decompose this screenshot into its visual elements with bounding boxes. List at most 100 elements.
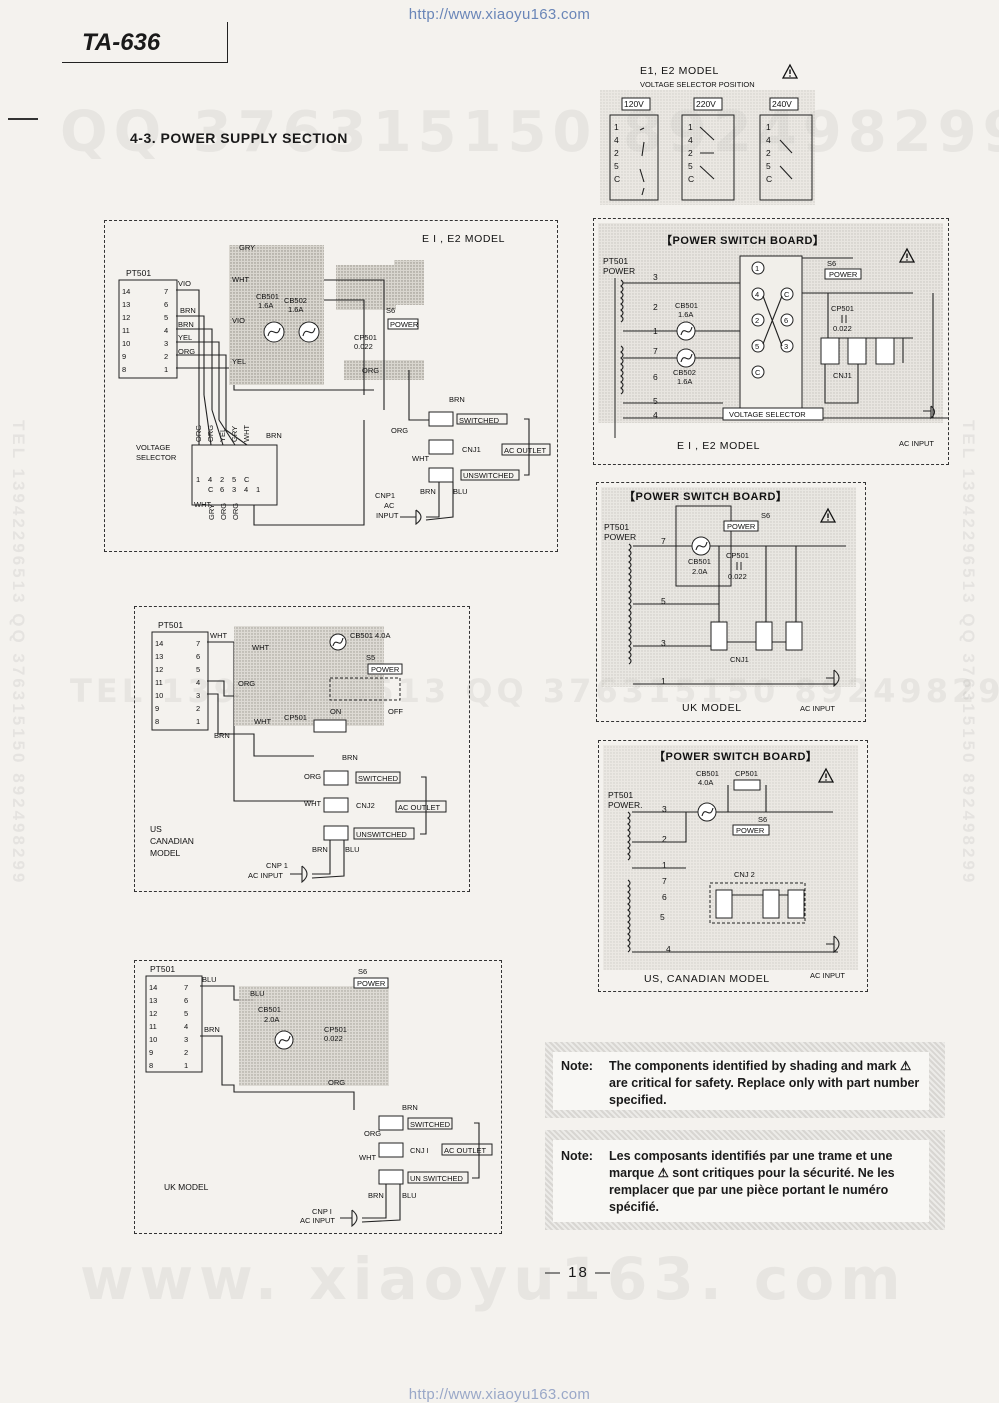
svg-text:1: 1	[184, 1061, 188, 1070]
svg-text:4: 4	[666, 944, 671, 954]
svg-text:11: 11	[155, 678, 163, 687]
svg-text:BLU: BLU	[345, 845, 360, 854]
svg-text:2: 2	[164, 352, 168, 361]
svg-text:PT501: PT501	[158, 620, 183, 630]
svg-text:CB501: CB501	[256, 292, 279, 301]
svg-text:8: 8	[155, 717, 159, 726]
svg-text:BRN: BRN	[178, 320, 194, 329]
svg-text:BRN: BRN	[342, 753, 358, 762]
svg-text:CP501: CP501	[284, 713, 307, 722]
svg-text:12: 12	[122, 313, 130, 322]
svg-text:CB501 4.0A: CB501 4.0A	[350, 631, 390, 640]
svg-text:S6: S6	[827, 259, 836, 268]
svg-text:ORG: ORG	[178, 347, 195, 356]
svg-text:C: C	[784, 290, 790, 299]
vsp-pin-left: C	[766, 174, 772, 184]
watermark-side-right: TEL 13942296513 QQ 376315150 892498299	[959, 420, 978, 886]
vsp-pin-left: 1	[766, 122, 771, 132]
svg-text:14: 14	[149, 983, 157, 992]
svg-text:UNSWITCHED: UNSWITCHED	[463, 471, 514, 480]
vsp-220v: 220V 1 4 2 5 C	[681, 97, 735, 201]
svg-text:US: US	[150, 824, 162, 834]
svg-text:AC INPUT: AC INPUT	[899, 439, 934, 448]
svg-text:VIO: VIO	[178, 279, 191, 288]
svg-text:YEL: YEL	[178, 333, 192, 342]
svg-text:WHT: WHT	[232, 275, 249, 284]
svg-text:10: 10	[155, 691, 163, 700]
vsp-pin-left: 2	[614, 148, 619, 158]
svg-text:2: 2	[184, 1048, 188, 1057]
us-pt501-pins: 14 13 12 11 10 9 8 7 6 5 4 3 2 1	[155, 639, 200, 726]
uk-schematic-model: UK MODEL	[682, 702, 742, 714]
site-url-top[interactable]: http://www.xiaoyu163.com	[408, 6, 591, 23]
svg-text:ORG: ORG	[328, 1078, 345, 1087]
watermark-qq: QQ 376315150 892498299	[60, 100, 999, 165]
svg-text:GRY: GRY	[207, 504, 216, 520]
svg-text:BRN: BRN	[449, 395, 465, 404]
vsp-pin-left: 1	[614, 122, 619, 132]
margin-mark	[8, 118, 38, 120]
svg-text:6: 6	[196, 652, 200, 661]
svg-text:5: 5	[661, 596, 666, 606]
svg-text:7: 7	[661, 536, 666, 546]
svg-text:2: 2	[220, 475, 224, 484]
svg-text:ORG: ORG	[364, 1129, 381, 1138]
svg-text:WHT: WHT	[412, 454, 429, 463]
svg-text:AC OUTLET: AC OUTLET	[444, 1146, 487, 1155]
svg-text:2: 2	[755, 316, 759, 325]
vsp-pin-left: 4	[688, 135, 693, 145]
svg-text:14: 14	[155, 639, 163, 648]
svg-text:BLU: BLU	[202, 975, 217, 984]
uk-wiring-diagram: PT501 14 13 12 11 10 9 8 7 6 5 4 3 2 1 B…	[134, 960, 500, 1232]
svg-text:POWER: POWER	[736, 826, 765, 835]
svg-text:5: 5	[164, 313, 168, 322]
svg-text:BRN: BRN	[402, 1103, 418, 1112]
site-url-bottom[interactable]: http://www.xiaoyu163.com	[408, 1386, 591, 1403]
svg-text:BRN: BRN	[180, 306, 196, 315]
svg-text:S5: S5	[366, 653, 375, 662]
svg-text:0.022: 0.022	[324, 1034, 343, 1043]
svg-text:0.022: 0.022	[354, 342, 373, 351]
svg-text:WHT: WHT	[252, 643, 269, 652]
svg-text:BLU: BLU	[402, 1191, 417, 1200]
vsp-pin-left: 2	[766, 148, 771, 158]
e1e2-wiring-box	[104, 220, 558, 552]
svg-text:ORG: ORG	[219, 503, 228, 520]
svg-text:CP501: CP501	[735, 769, 758, 778]
vsp-pin-left: C	[688, 174, 694, 184]
svg-text:5: 5	[232, 475, 236, 484]
svg-text:1: 1	[196, 475, 200, 484]
svg-text:3: 3	[232, 485, 236, 494]
svg-text:YEL: YEL	[232, 357, 246, 366]
svg-text:POWER: POWER	[371, 665, 400, 674]
svg-text:6: 6	[164, 300, 168, 309]
vsp-pin-left: 5	[688, 161, 693, 171]
svg-text:2: 2	[662, 834, 667, 844]
svg-text:BRN: BRN	[204, 1025, 220, 1034]
svg-text:4: 4	[755, 290, 759, 299]
svg-text:9: 9	[155, 704, 159, 713]
svg-text:VOLTAGE SELECTOR: VOLTAGE SELECTOR	[729, 410, 806, 419]
svg-text:4: 4	[244, 485, 248, 494]
svg-text:UN SWITCHED: UN SWITCHED	[410, 1174, 463, 1183]
svg-text:4: 4	[653, 410, 658, 420]
svg-text:CNJ 2: CNJ 2	[734, 870, 755, 879]
model-tag: TA-636	[62, 22, 228, 63]
svg-text:POWER: POWER	[727, 522, 756, 531]
svg-text:ORG: ORG	[304, 772, 321, 781]
vsp-pin-left: C	[614, 174, 620, 184]
svg-text:VOLTAGE: VOLTAGE	[136, 443, 170, 452]
svg-text:1: 1	[755, 264, 759, 273]
note-text-fr: Les composants identifiés par une trame …	[609, 1149, 895, 1214]
svg-text:13: 13	[149, 996, 157, 1005]
svg-text:1.6A: 1.6A	[258, 301, 273, 310]
note-label-en: Note:	[561, 1059, 593, 1073]
svg-text:WHT: WHT	[304, 799, 321, 808]
vsp-title: E1, E2 MODEL	[640, 65, 719, 77]
vsp-subtitle: VOLTAGE SELECTOR POSITION	[640, 80, 755, 89]
svg-text:CNP 1: CNP 1	[266, 861, 288, 870]
svg-text:ORG: ORG	[362, 366, 379, 375]
svg-text:CNJ1: CNJ1	[833, 371, 852, 380]
svg-text:4: 4	[164, 326, 168, 335]
